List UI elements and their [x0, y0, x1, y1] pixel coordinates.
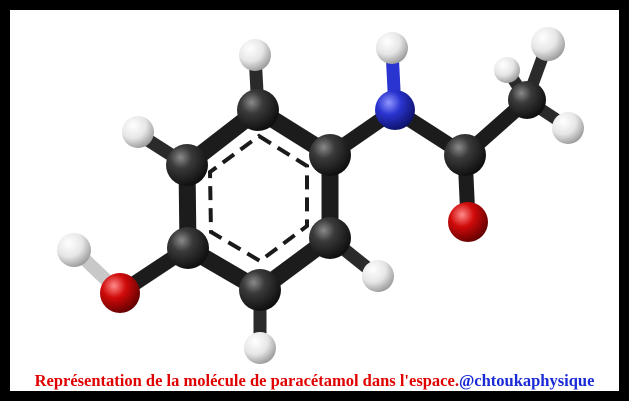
paracetamol-ball-and-stick-model	[57, 27, 584, 364]
atom-c-ring-bottom	[239, 269, 281, 311]
atom-o-carbonyl	[448, 202, 488, 242]
atom-h-top	[239, 39, 271, 71]
atom-h-amine	[376, 32, 408, 64]
atom-n-amide	[375, 90, 415, 130]
bonds	[71, 39, 571, 352]
atom-h-bottom	[244, 332, 276, 364]
atom-c-ring-upper-right	[309, 134, 351, 176]
atom-c-ring-top	[237, 89, 279, 131]
atom-h-hydroxyl	[57, 233, 91, 267]
caption-text: Représentation de la molécule de paracét…	[34, 371, 459, 390]
atom-h-ch3-top	[531, 27, 565, 61]
atom-h-ch3-back	[494, 57, 520, 83]
atom-h-right	[362, 260, 394, 292]
atom-c-ring-upper-left	[166, 144, 208, 186]
atom-c-ring-lower-right	[309, 217, 351, 259]
aromatic-ring-indicator	[207, 133, 309, 264]
atom-h-left	[122, 116, 154, 148]
atom-c-carbonyl	[444, 134, 486, 176]
caption: Représentation de la molécule de paracét…	[10, 371, 619, 391]
hydrogen-atoms	[57, 27, 584, 364]
atom-h-ch3-right	[552, 112, 584, 144]
image-frame: Représentation de la molécule de paracét…	[10, 10, 619, 391]
caption-handle: @chtoukaphysique	[458, 371, 595, 390]
atom-c-methyl	[508, 81, 546, 119]
heavy-atoms	[100, 81, 546, 313]
atom-c-ring-lower-left	[167, 227, 209, 269]
atom-o-hydroxyl	[100, 273, 140, 313]
